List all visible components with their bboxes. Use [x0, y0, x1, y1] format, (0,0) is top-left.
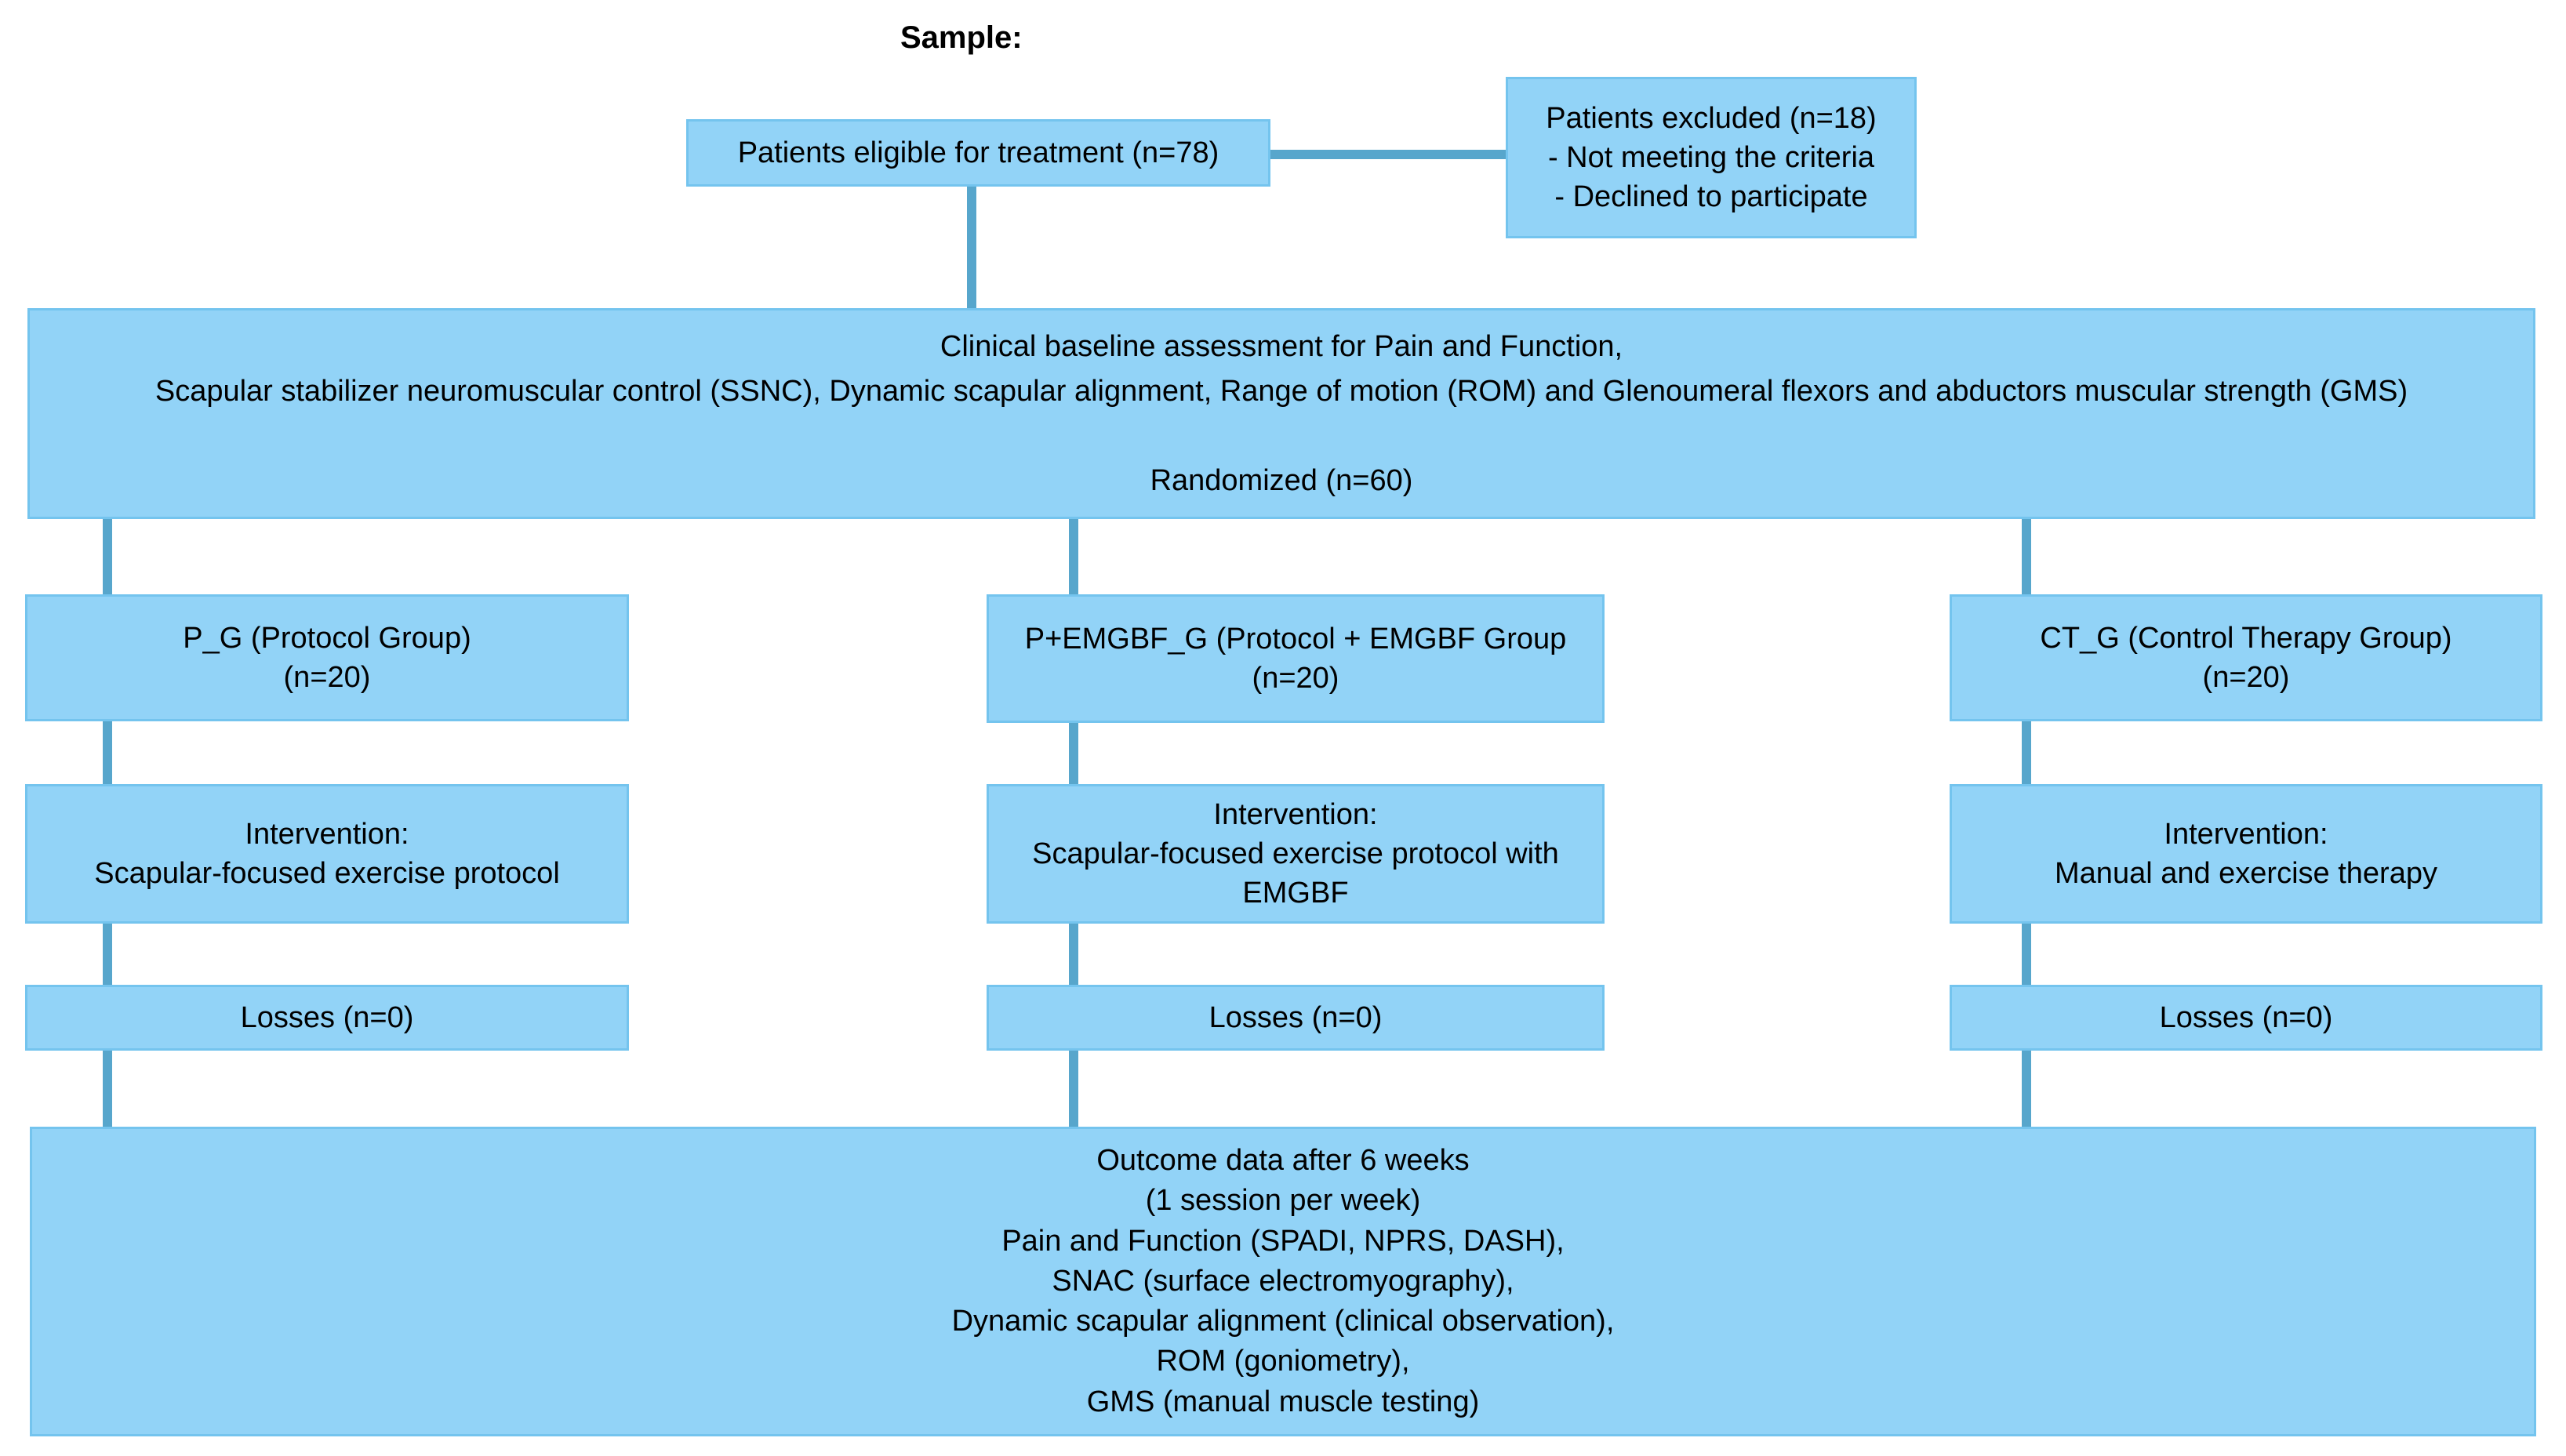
control-group-box: CT_G (Control Therapy Group) (n=20) [1950, 594, 2542, 721]
emgbf-group-box: P+EMGBF_G (Protocol + EMGBF Group (n=20) [987, 594, 1605, 723]
excluded-box: Patients excluded (n=18) - Not meeting t… [1506, 77, 1917, 238]
sample-label: Sample: [900, 20, 1023, 55]
losses-control-box: Losses (n=0) [1950, 985, 2542, 1051]
losses-emgbf-box: Losses (n=0) [987, 985, 1605, 1051]
intervention-protocol-box: Intervention: Scapular-focused exercise … [25, 784, 629, 924]
protocol-group-box: P_G (Protocol Group) (n=20) [25, 594, 629, 721]
baseline-randomized-box: Clinical baseline assessment for Pain an… [27, 308, 2535, 519]
losses-protocol-box: Losses (n=0) [25, 985, 629, 1051]
intervention-control-box: Intervention: Manual and exercise therap… [1950, 784, 2542, 924]
connector-eligible-to-baseline [967, 185, 976, 310]
connector-eligible-to-excluded [1268, 150, 1507, 159]
intervention-emgbf-box: Intervention: Scapular-focused exercise … [987, 784, 1605, 924]
outcome-box: Outcome data after 6 weeks (1 session pe… [30, 1127, 2536, 1436]
eligible-box: Patients eligible for treatment (n=78) [686, 119, 1270, 187]
